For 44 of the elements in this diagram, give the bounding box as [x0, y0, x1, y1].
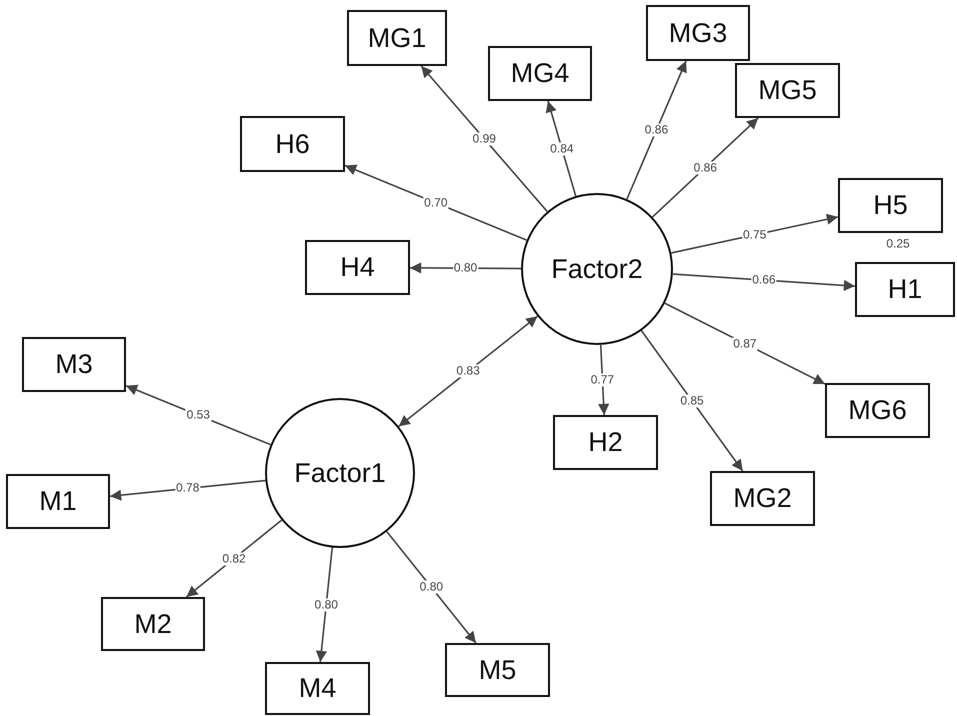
edge-label: 0.70: [423, 196, 449, 210]
indicator-box: H5: [838, 178, 943, 233]
loading-arrow: [316, 548, 333, 662]
loading-arrow: [386, 531, 477, 644]
indicator-box: H2: [553, 415, 658, 470]
indicator-box: M1: [6, 474, 110, 529]
indicator-box: H1: [855, 262, 955, 317]
indicator-box: M3: [22, 337, 126, 392]
indicator-box: MG2: [710, 471, 815, 526]
edge-label: 0.84: [549, 142, 575, 156]
latent-factor-circle: Factor1: [265, 398, 415, 548]
edge-label: 0.82: [221, 552, 247, 566]
indicator-box: M5: [445, 643, 550, 697]
loading-arrow: [398, 316, 538, 427]
edge-label: 0.53: [186, 408, 211, 422]
note-label: 0.25: [885, 238, 911, 250]
indicator-box: MG4: [488, 46, 592, 101]
indicator-box: H4: [305, 240, 410, 295]
latent-factor-circle: Factor2: [521, 193, 673, 345]
loading-arrow: [652, 117, 759, 218]
indicator-box: H6: [240, 116, 345, 172]
edge-label: 0.78: [175, 482, 200, 495]
edge-label: 0.83: [455, 364, 481, 378]
edge-label: 0.80: [314, 598, 339, 612]
edge-label: 0.87: [732, 337, 758, 350]
edge-label: 0.77: [590, 373, 616, 386]
indicator-box: M4: [265, 662, 370, 715]
loading-arrow: [626, 60, 687, 200]
edge-label: 0.80: [452, 262, 478, 275]
indicator-box: MG5: [735, 63, 840, 118]
edge-label: 0.86: [692, 161, 718, 174]
loading-arrow: [640, 330, 744, 472]
edge-label: 0.80: [418, 580, 444, 594]
indicator-box: M2: [101, 597, 205, 651]
indicator-box: MG1: [347, 10, 447, 66]
edge-label: 0.85: [679, 394, 705, 408]
indicator-box: MG6: [825, 383, 930, 438]
edge-label: 0.66: [751, 274, 777, 287]
edge-label: 0.86: [644, 124, 670, 137]
edge-label: 0.75: [742, 228, 768, 242]
edge-label: 0.99: [472, 132, 497, 146]
indicator-box: MG3: [646, 5, 750, 61]
loading-arrow: [420, 65, 548, 212]
loading-arrow: [546, 100, 576, 196]
